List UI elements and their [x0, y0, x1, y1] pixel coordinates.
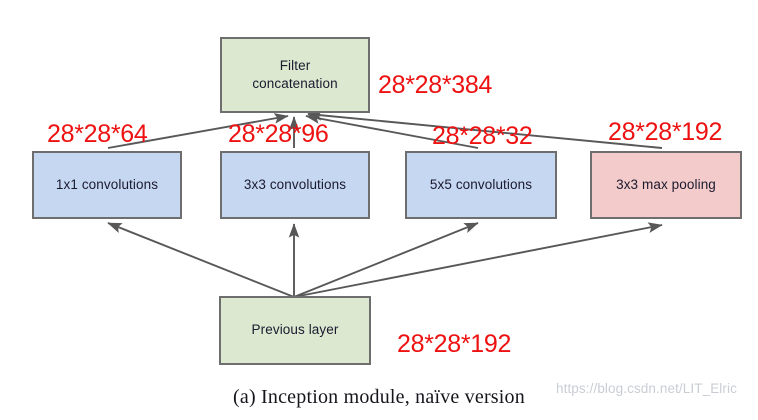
node-previous-layer[interactable]: Previous layer: [219, 296, 371, 365]
dimension-label-output-concat: 28*28*384: [378, 71, 493, 99]
dimension-label-branch-3x3: 28*28*96: [228, 120, 329, 148]
edge-previous-to-conv5x5: [293, 222, 479, 298]
node-maxpool-3x3-label: 3x3 max pooling: [616, 176, 716, 192]
filter-concatenation-line1: Filter: [279, 57, 311, 73]
node-maxpool-3x3[interactable]: 3x3 max pooling: [590, 151, 742, 219]
watermark-text: https://blog.csdn.net/LIT_Elric: [556, 381, 737, 396]
node-filter-concatenation[interactable]: Filter concatenation: [220, 37, 370, 113]
edge-previous-to-conv1x1: [107, 222, 295, 298]
node-conv-1x1-label: 1x1 convolutions: [55, 176, 159, 192]
node-conv-5x5-label: 5x5 convolutions: [429, 176, 533, 192]
filter-concatenation-line2: concatenation: [252, 76, 338, 91]
node-conv-3x3[interactable]: 3x3 convolutions: [220, 151, 370, 219]
node-conv-3x3-label: 3x3 convolutions: [243, 176, 347, 192]
dimension-label-branch-1x1: 28*28*64: [47, 120, 148, 148]
figure-caption: (a) Inception module, naïve version: [233, 386, 525, 408]
dimension-label-input-previous: 28*28*192: [397, 330, 512, 358]
dimension-label-branch-pool: 28*28*192: [608, 118, 723, 146]
edge-previous-to-maxpool: [293, 222, 663, 298]
node-conv-5x5[interactable]: 5x5 convolutions: [405, 151, 557, 219]
node-previous-layer-label: Previous layer: [251, 322, 339, 338]
node-conv-1x1[interactable]: 1x1 convolutions: [32, 151, 182, 219]
dimension-label-branch-5x5: 28*28*32: [432, 122, 533, 150]
